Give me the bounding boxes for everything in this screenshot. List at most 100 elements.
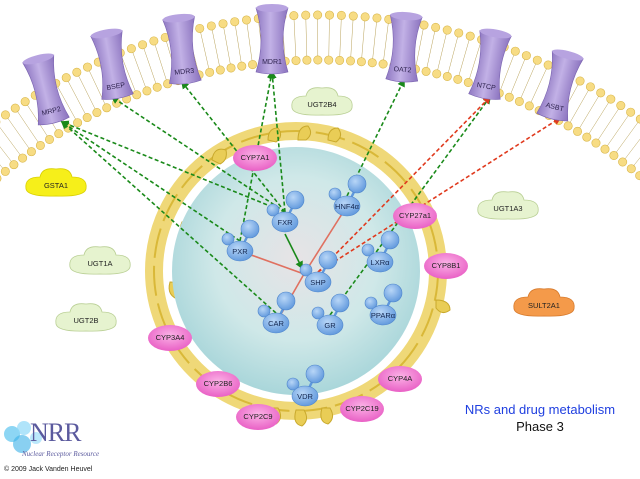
- transporter-top: [479, 28, 512, 39]
- cyp-cyp4a[interactable]: CYP4A: [378, 366, 422, 392]
- cyp-cyp2c19[interactable]: CYP2C19: [340, 396, 384, 422]
- lipid-head: [367, 58, 377, 68]
- transporter-mdr3[interactable]: MDR3: [162, 13, 202, 86]
- enzyme-ugt2b4[interactable]: UGT2B4: [291, 87, 353, 116]
- transporter-mrp2[interactable]: MRP2: [22, 51, 70, 127]
- cyp-cyp2b6[interactable]: CYP2B6: [196, 371, 240, 397]
- lipid-head: [126, 44, 136, 54]
- lipid-head: [454, 28, 464, 38]
- lipid-head: [102, 103, 112, 113]
- transporter-label: OAT2: [393, 66, 411, 74]
- lipid-tail: [579, 96, 599, 129]
- lipid-head: [616, 101, 626, 111]
- cyp-label: CYP7A1: [241, 153, 270, 162]
- edge-pxr-to-mrp2: [60, 121, 241, 242]
- lipid-head: [378, 59, 388, 69]
- nr-body-icon: [271, 211, 299, 233]
- lipid-head: [83, 62, 93, 72]
- nr-car[interactable]: CAR: [257, 291, 296, 334]
- cyp-blob-icon: [233, 145, 277, 171]
- enzyme-gsta1[interactable]: GSTA1: [25, 168, 87, 197]
- cyp-blob-icon: [393, 203, 437, 229]
- cyp-cyp3a4[interactable]: CYP3A4: [148, 325, 192, 351]
- enzyme-ugt2b[interactable]: UGT2B: [55, 303, 117, 332]
- nr-small-domain-icon: [221, 232, 235, 246]
- cyp-cyp7a1[interactable]: CYP7A1: [233, 145, 277, 171]
- logo-abbreviation: NRR: [30, 418, 81, 447]
- transporter-label: MRP2: [41, 106, 62, 118]
- lipid-tail: [361, 20, 366, 58]
- lipid-head: [61, 73, 71, 83]
- lipid-head: [521, 51, 531, 61]
- lipid-head: [138, 40, 148, 50]
- logo-name: Nuclear Receptor Resource: [22, 450, 100, 458]
- edge-fxr-to-mrp2: [60, 120, 286, 213]
- nr-ligand-domain-icon: [240, 219, 260, 239]
- transporter-oat2[interactable]: OAT2: [385, 11, 423, 83]
- cyp-cyp8b1[interactable]: CYP8B1: [424, 253, 468, 279]
- enzyme-cloud-icon: [513, 288, 575, 317]
- lipid-head: [336, 10, 346, 20]
- cyp-blob-icon: [378, 366, 422, 392]
- lipid-head: [206, 21, 216, 31]
- enzyme-label: GSTA1: [44, 181, 68, 190]
- enzyme-ugt1a3[interactable]: UGT1A3: [477, 191, 539, 220]
- lipid-tail: [27, 104, 48, 137]
- cyp-cyp27a1[interactable]: CYP27a1: [393, 203, 437, 229]
- lipid-head: [325, 10, 335, 20]
- lipid-head: [596, 88, 606, 98]
- nr-hnf4a[interactable]: HNF4α: [328, 174, 367, 217]
- transporter-mdr1[interactable]: MDR1: [255, 4, 289, 75]
- lipid-head: [432, 69, 442, 79]
- lipid-tail: [633, 157, 640, 166]
- lipid-head: [532, 55, 542, 65]
- nr-label: LXRα: [371, 258, 391, 267]
- enzyme-sult2a1[interactable]: SULT2A1: [513, 288, 575, 317]
- nr-label: HNF4α: [335, 202, 360, 211]
- lipid-head: [348, 11, 358, 21]
- transporter-asbt[interactable]: ASBT: [536, 47, 584, 123]
- lipid-tail: [7, 118, 30, 149]
- enzyme-cloud-icon: [25, 168, 87, 197]
- nr-gr[interactable]: GR: [311, 293, 350, 336]
- lipid-tail: [132, 52, 146, 88]
- transporter-ntcp[interactable]: NTCP: [468, 27, 512, 101]
- lipid-head: [463, 77, 473, 87]
- lipid-tail: [426, 31, 436, 68]
- cyp-cyp2c9[interactable]: CYP2C9: [236, 404, 280, 430]
- nr-ppara[interactable]: PPARα: [364, 283, 403, 326]
- nr-fxr[interactable]: FXR: [266, 190, 305, 233]
- lipid-head: [92, 108, 102, 118]
- transporter-bsep[interactable]: BSEP: [90, 27, 134, 101]
- lipid-head: [195, 23, 205, 33]
- enzyme-ugt1a[interactable]: UGT1A: [69, 246, 131, 275]
- lipid-head: [510, 46, 520, 56]
- nr-pxr[interactable]: PXR: [221, 219, 260, 262]
- nr-body-icon: [304, 271, 332, 293]
- lipid-tail: [67, 81, 86, 115]
- diagram-title: NRs and drug metabolism: [464, 402, 616, 417]
- nr-ligand-domain-icon: [285, 190, 305, 210]
- lipid-head: [73, 118, 83, 128]
- lipid-tail: [350, 19, 354, 57]
- lipid-tail: [458, 39, 470, 76]
- nr-shp[interactable]: SHP: [299, 250, 338, 293]
- lipid-head: [18, 153, 28, 163]
- transporter-top: [22, 53, 54, 65]
- nr-vdr[interactable]: VDR: [286, 364, 325, 407]
- lipid-tail: [588, 102, 609, 134]
- nr-small-domain-icon: [299, 263, 313, 277]
- nr-lxra[interactable]: LXRα: [361, 230, 400, 273]
- lipid-tail: [448, 36, 458, 73]
- lipid-head: [149, 36, 159, 46]
- lipid-head: [301, 10, 311, 20]
- lipid-head: [442, 25, 452, 35]
- lipid-tail: [143, 48, 157, 84]
- nr-label: PPARα: [371, 311, 396, 320]
- lipid-head: [82, 113, 92, 123]
- enzyme-cloud-icon: [291, 87, 353, 116]
- lipid-tail: [530, 68, 547, 103]
- lipid-head: [226, 63, 236, 73]
- lipid-head: [514, 96, 524, 106]
